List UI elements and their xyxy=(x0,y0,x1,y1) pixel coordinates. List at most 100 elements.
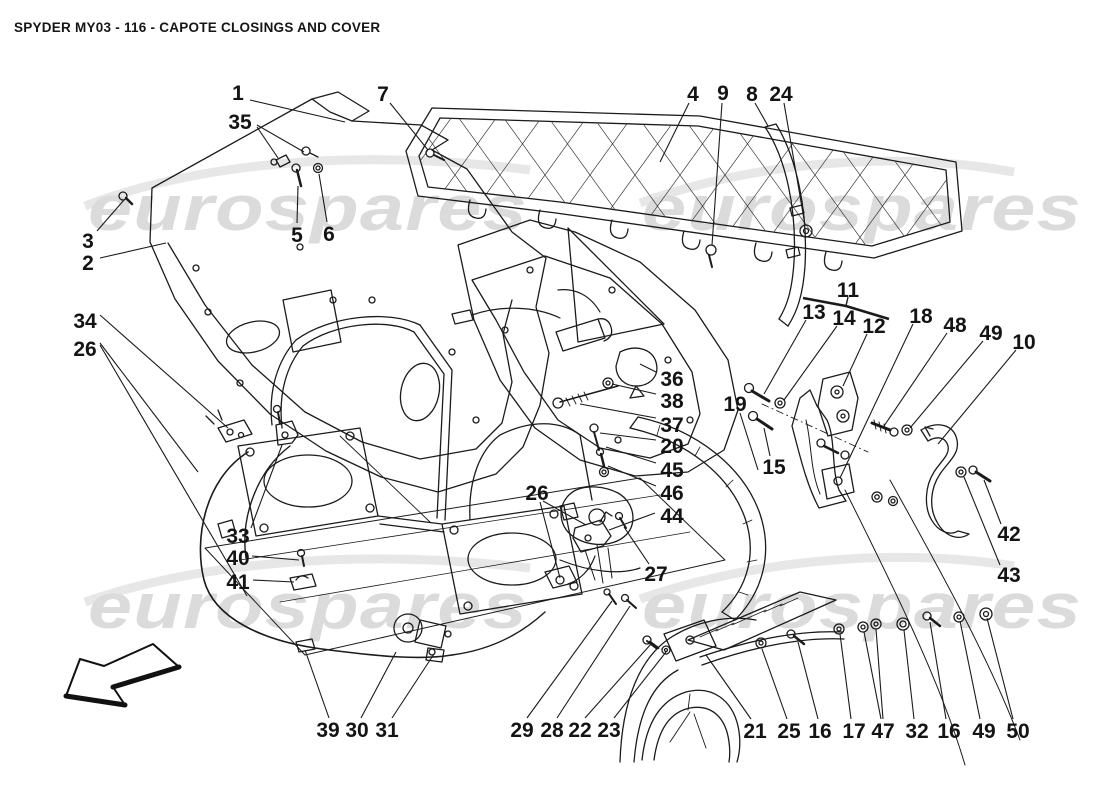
callout-36-19[interactable]: 36 xyxy=(660,368,683,391)
callout-37-21[interactable]: 37 xyxy=(660,414,683,437)
callout-24-10[interactable]: 24 xyxy=(769,83,793,106)
callout-25-45[interactable]: 25 xyxy=(777,720,801,743)
callout-49-17[interactable]: 49 xyxy=(979,322,1002,345)
leader-line-16 xyxy=(797,641,819,720)
leader-line-12 xyxy=(842,333,868,387)
latch-central xyxy=(451,289,658,409)
callout-11-11[interactable]: 11 xyxy=(837,279,860,302)
leader-line-1 xyxy=(249,99,346,123)
bracket-tick-11 xyxy=(845,296,849,307)
callout-28-41[interactable]: 28 xyxy=(540,719,564,742)
callout-41-32[interactable]: 41 xyxy=(226,571,250,594)
callout-2-3[interactable]: 2 xyxy=(82,252,94,275)
callout-42-35[interactable]: 42 xyxy=(997,523,1020,546)
callout-50-52[interactable]: 50 xyxy=(1006,720,1029,743)
leader-line-10 xyxy=(937,349,1017,445)
leader-line-39 xyxy=(304,649,330,719)
callout-5-4[interactable]: 5 xyxy=(291,224,303,247)
callout-49-51[interactable]: 49 xyxy=(972,720,995,743)
callout-39-37[interactable]: 39 xyxy=(316,719,339,742)
leader-line-3 xyxy=(96,199,125,232)
callout-10-18[interactable]: 10 xyxy=(1012,331,1035,354)
callout-20-22[interactable]: 20 xyxy=(660,435,683,458)
callout-12-14[interactable]: 12 xyxy=(862,315,885,338)
side-rail xyxy=(764,123,807,327)
leader-line-24 xyxy=(783,102,806,226)
callout-35-1[interactable]: 35 xyxy=(228,111,252,134)
leader-line-14 xyxy=(783,325,838,401)
leader-line-26 xyxy=(99,342,199,473)
callout-3-2[interactable]: 3 xyxy=(82,230,94,253)
callout-44-25[interactable]: 44 xyxy=(660,505,684,528)
callout-16-50[interactable]: 16 xyxy=(937,720,960,743)
swoosh-bottom-left xyxy=(83,554,531,607)
leader-line-49 xyxy=(909,340,984,429)
watermark-text-0: eurospares xyxy=(88,172,528,244)
callout-48-16[interactable]: 48 xyxy=(943,314,967,337)
leader-line-25 xyxy=(761,648,788,720)
callout-21-44[interactable]: 21 xyxy=(743,720,767,743)
leader-line-46 xyxy=(607,465,657,487)
callout-27-34[interactable]: 27 xyxy=(644,563,667,586)
callout-14-13[interactable]: 14 xyxy=(832,307,856,330)
leader-line-13 xyxy=(763,319,807,395)
callout-29-40[interactable]: 29 xyxy=(510,719,533,742)
body-section xyxy=(619,617,757,763)
callout-38-20[interactable]: 38 xyxy=(660,390,684,413)
callout-47-48[interactable]: 47 xyxy=(871,720,894,743)
callout-18-15[interactable]: 18 xyxy=(909,305,933,328)
callout-4-7[interactable]: 4 xyxy=(687,83,699,106)
callout-19-26[interactable]: 19 xyxy=(723,393,746,416)
callout-26-29[interactable]: 26 xyxy=(73,338,96,361)
lock-pin-group xyxy=(560,423,634,584)
latch-lower xyxy=(544,511,637,609)
callout-17-47[interactable]: 17 xyxy=(842,720,865,743)
leader-line-49 xyxy=(959,620,981,720)
direction-arrow xyxy=(63,643,182,708)
callout-7-6[interactable]: 7 xyxy=(377,83,389,106)
callout-15-27[interactable]: 15 xyxy=(762,456,786,479)
leader-line-43 xyxy=(963,476,1001,566)
leader-line-30 xyxy=(360,651,397,719)
callout-26-33[interactable]: 26 xyxy=(525,482,548,505)
callout-30-38[interactable]: 30 xyxy=(345,719,368,742)
cover-left-panel xyxy=(149,91,550,493)
callout-45-23[interactable]: 45 xyxy=(660,459,684,482)
callout-23-43[interactable]: 23 xyxy=(597,719,620,742)
callout-6-5[interactable]: 6 xyxy=(323,223,335,246)
leader-line-15 xyxy=(763,427,771,457)
leader-line-45 xyxy=(605,446,657,464)
callout-1-0[interactable]: 1 xyxy=(232,82,244,105)
sill-strips xyxy=(642,591,845,666)
callout-9-8[interactable]: 9 xyxy=(717,82,729,105)
callout-33-30[interactable]: 33 xyxy=(226,525,249,548)
leader-line-7 xyxy=(389,102,429,151)
hinge-assembly xyxy=(743,371,913,509)
handle-10 xyxy=(920,424,970,538)
callout-40-31[interactable]: 40 xyxy=(226,547,249,570)
callout-34-28[interactable]: 34 xyxy=(73,310,97,333)
leader-line-26 xyxy=(539,501,561,579)
leader-line-22 xyxy=(584,643,652,719)
leader-line-42 xyxy=(983,479,1002,525)
callout-43-36[interactable]: 43 xyxy=(997,564,1020,587)
cover-inner-panel xyxy=(457,219,739,477)
leader-line-16 xyxy=(929,621,947,720)
leader-line-41 xyxy=(252,579,295,583)
callout-31-39[interactable]: 31 xyxy=(375,719,399,742)
leader-line-48 xyxy=(883,332,948,427)
callout-13-12[interactable]: 13 xyxy=(802,301,825,324)
screw-40 xyxy=(296,548,306,567)
leader-line-47 xyxy=(863,631,882,720)
leader-line-26 xyxy=(542,500,587,526)
callout-32-49[interactable]: 32 xyxy=(905,720,928,743)
callout-8-9[interactable]: 8 xyxy=(746,83,758,106)
callout-46-24[interactable]: 46 xyxy=(660,482,683,505)
watermark-text-2: eurospares xyxy=(88,570,528,642)
callout-22-42[interactable]: 22 xyxy=(568,719,591,742)
leader-line-6 xyxy=(318,173,328,223)
callout-16-46[interactable]: 16 xyxy=(808,720,831,743)
leader-line-33 xyxy=(250,444,283,529)
